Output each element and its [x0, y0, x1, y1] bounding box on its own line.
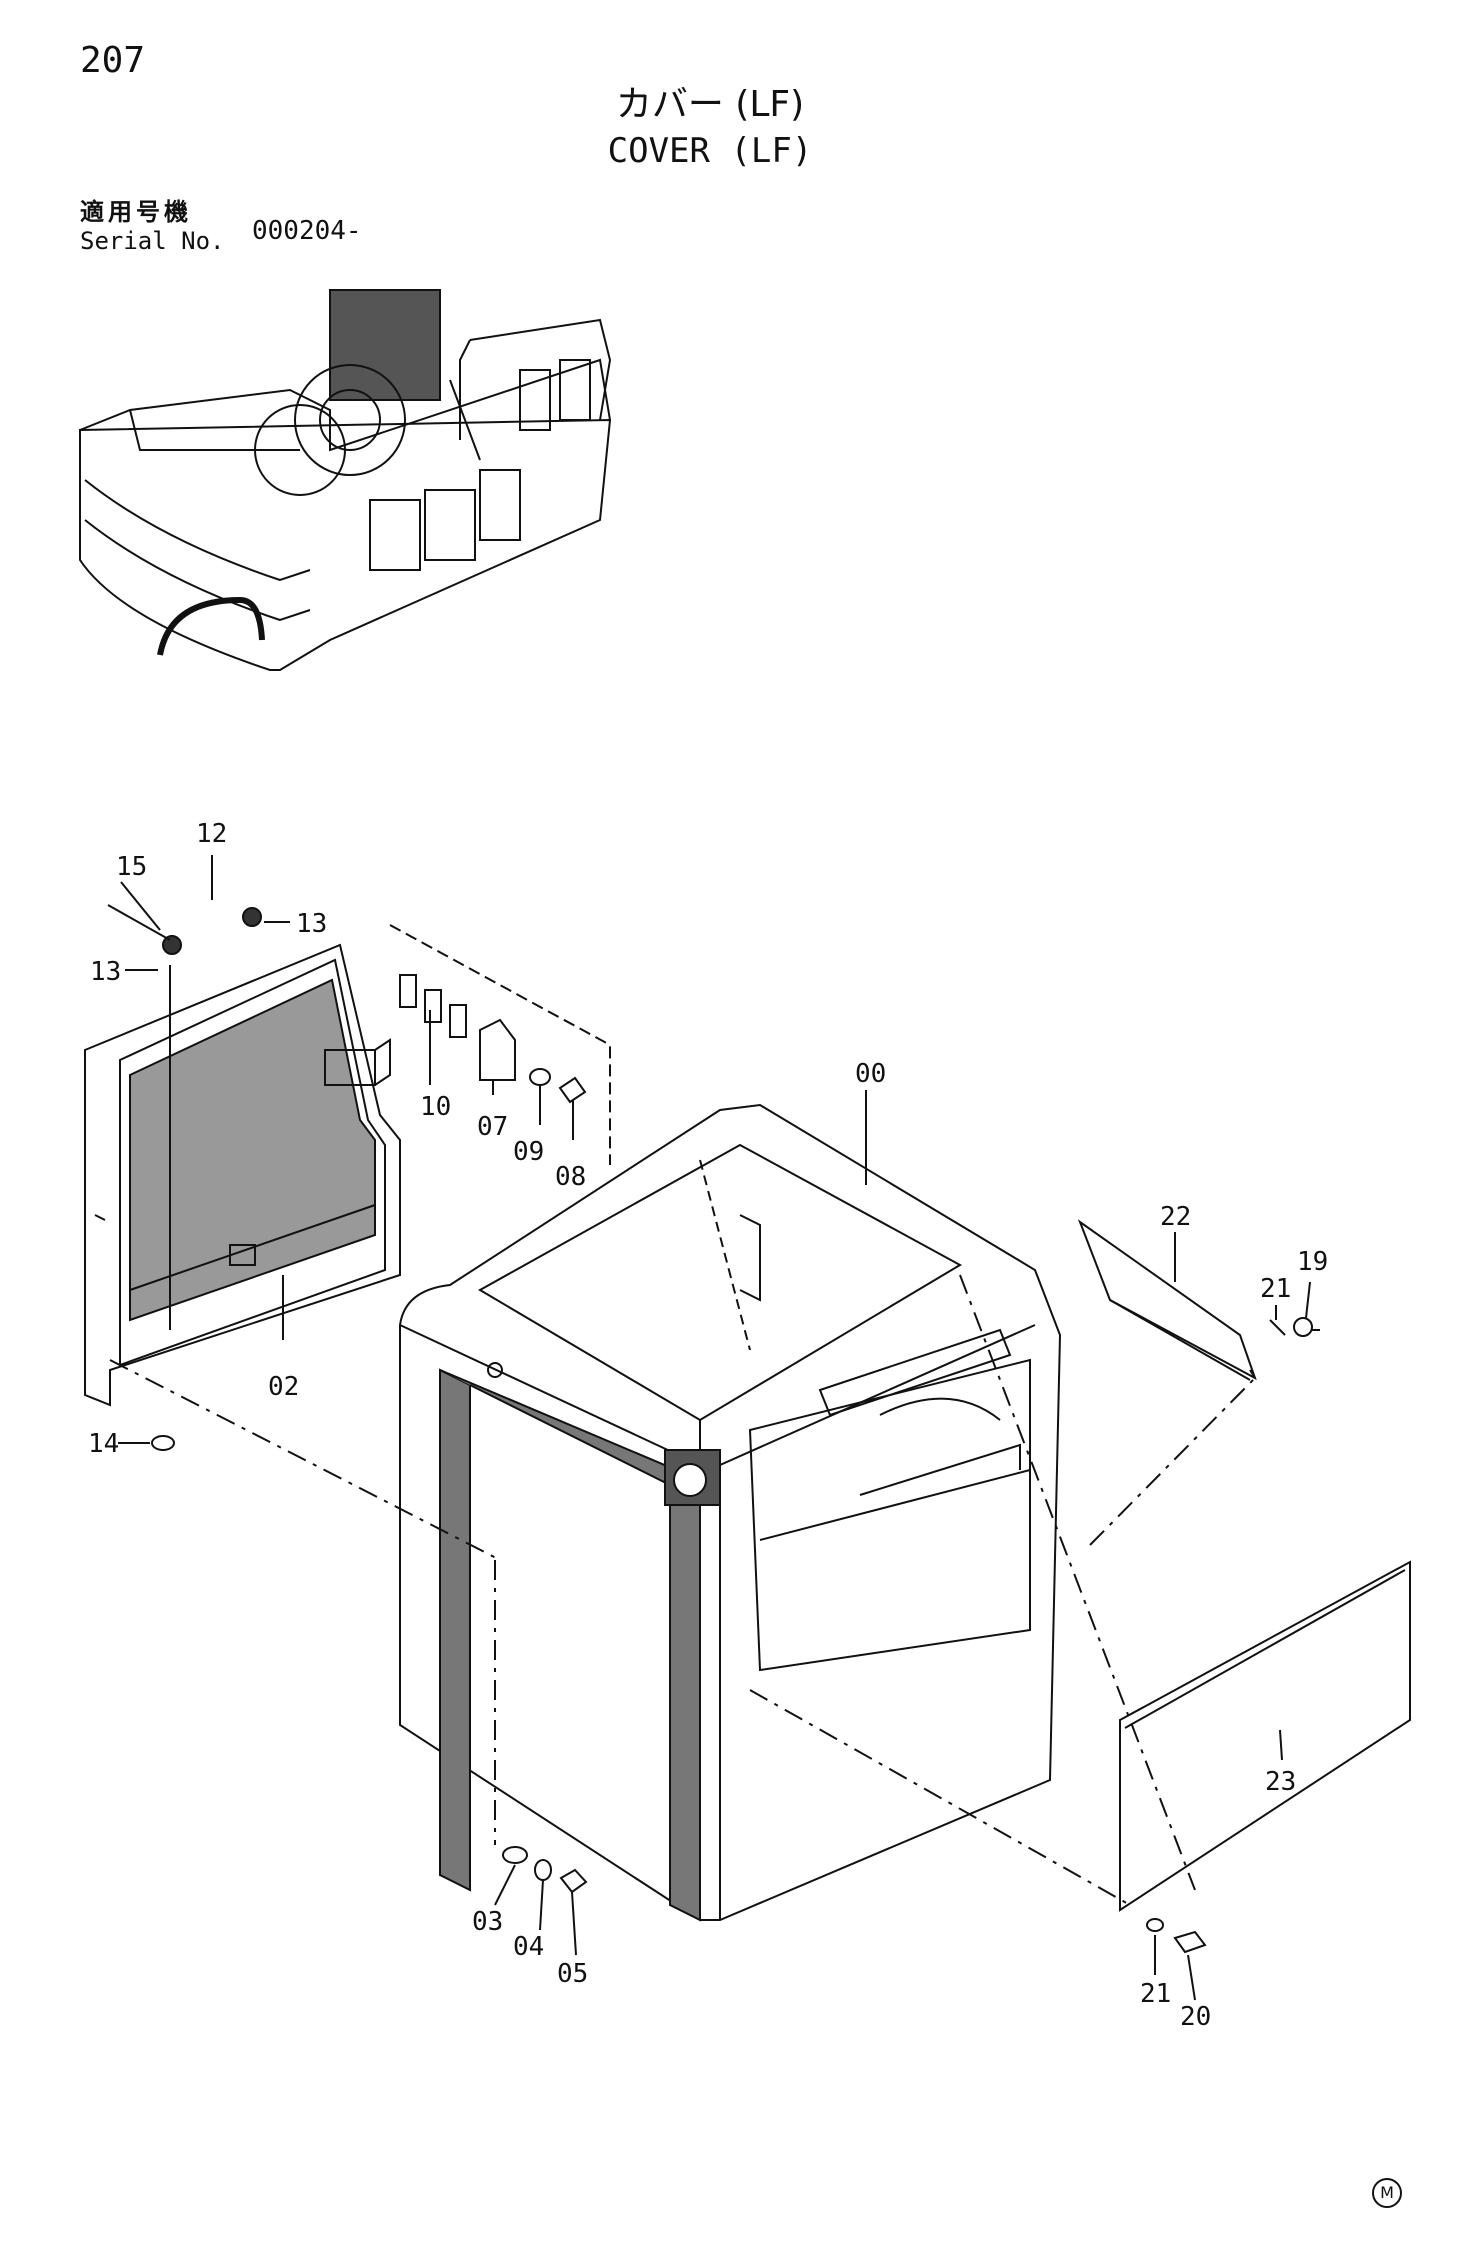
callout-label: 13	[296, 909, 327, 939]
callout-label: 09	[513, 1137, 544, 1167]
callout-label: 13	[90, 957, 121, 987]
title-block: カバー (LF) COVER (LF)	[560, 82, 860, 174]
serial-label-en: Serial No.	[80, 227, 225, 255]
page-title-en: COVER (LF)	[607, 131, 813, 171]
callout-label: 08	[555, 1162, 586, 1192]
side-panel-icon	[1119, 1560, 1411, 1954]
callout-label: 04	[513, 1932, 544, 1962]
page-number: 207	[80, 40, 146, 81]
serial-label-ja: 適用号機	[80, 198, 192, 226]
cover-box-icon	[399, 1103, 1062, 1922]
callout-leaders	[118, 855, 1311, 2001]
callout-label: 07	[477, 1112, 508, 1142]
callout-label: 05	[557, 1959, 588, 1989]
callout-label: 22	[1160, 1202, 1191, 1232]
manufacturer-mark: M	[1372, 2178, 1402, 2208]
callout-label: 02	[268, 1372, 299, 1402]
lower-fasteners-icon	[502, 1846, 588, 1894]
callout-labels: 15 12 13 13 10 07 09 08 00 02 14 22 21 1…	[88, 819, 1328, 2032]
callout-label: 03	[472, 1907, 503, 1937]
callout-label: 10	[420, 1092, 451, 1122]
callout-label: 12	[196, 819, 227, 849]
page-title-ja: カバー (LF)	[615, 84, 805, 125]
top-plate-icon	[1077, 1219, 1320, 1381]
callout-label: 23	[1265, 1767, 1296, 1797]
callout-label: 00	[855, 1059, 886, 1089]
machine-overview-icon	[79, 289, 612, 671]
callout-label: 21	[1140, 1979, 1171, 2009]
callout-label: 15	[116, 852, 147, 882]
callout-label: 14	[88, 1429, 119, 1459]
callout-label: 21	[1260, 1274, 1291, 1304]
serial-block: 適用号機 Serial No. 000204-	[80, 192, 362, 255]
door-panel-icon	[84, 596, 401, 1451]
leader-lines	[109, 1274, 1256, 1906]
callout-label: 20	[1180, 2002, 1211, 2032]
bracket-parts-icon	[389, 924, 611, 1165]
callout-label: 19	[1297, 1247, 1328, 1277]
serial-value: 000204-	[252, 216, 362, 246]
